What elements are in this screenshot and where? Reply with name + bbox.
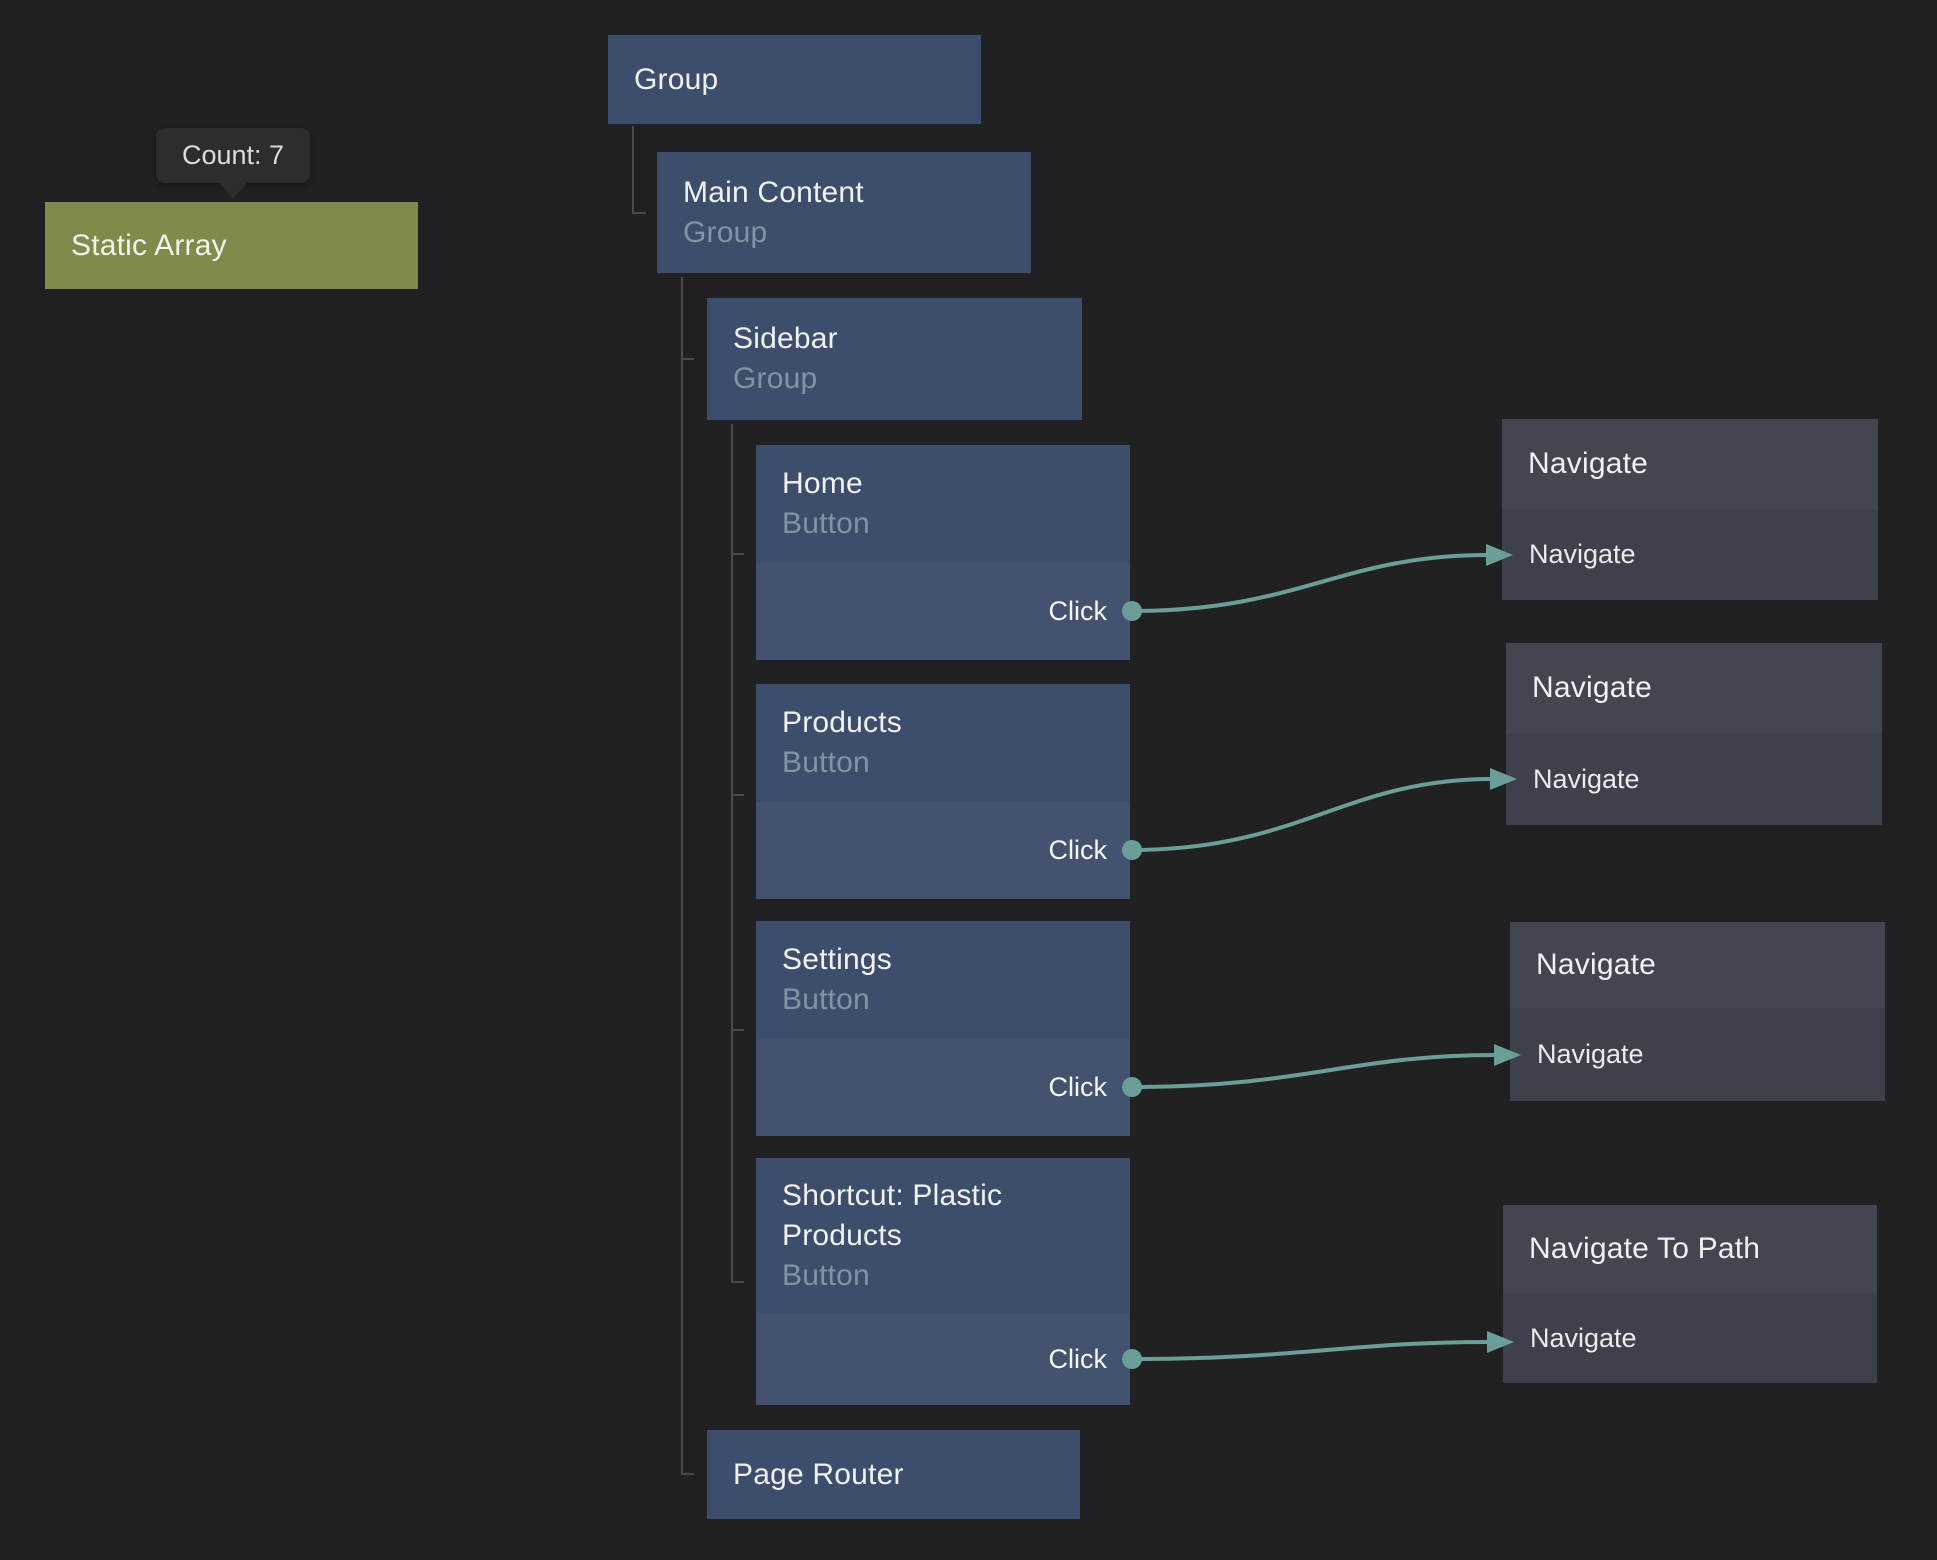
node-products-button[interactable]: Products Button Click <box>756 684 1130 899</box>
node-navigate-1[interactable]: Navigate Navigate <box>1502 419 1878 600</box>
node-subtitle: Group <box>683 215 768 249</box>
navigate-port-label: Navigate <box>1529 539 1636 569</box>
wire-shortcut-click-to-navigate-to-path <box>1130 1340 1491 1361</box>
input-port-row: Navigate <box>1510 1008 1885 1101</box>
node-navigate-2[interactable]: Navigate Navigate <box>1506 643 1882 825</box>
output-port-row: Click <box>756 563 1130 660</box>
node-subtitle: Button <box>782 1258 870 1292</box>
node-title: Home <box>782 467 863 500</box>
node-group[interactable]: Group <box>608 35 981 124</box>
output-port-row: Click <box>756 1313 1130 1405</box>
node-sidebar[interactable]: Sidebar Group <box>707 298 1082 420</box>
count-tooltip-label: Count: 7 <box>181 140 285 170</box>
navigate-port-label: Navigate <box>1537 1039 1644 1069</box>
navigate-port-label: Navigate <box>1530 1322 1637 1353</box>
input-port-row: Navigate <box>1502 509 1878 600</box>
node-title: Products <box>782 706 902 739</box>
node-navigate-to-path[interactable]: Navigate To Path Navigate <box>1503 1205 1877 1383</box>
click-port-label: Click <box>1048 1072 1108 1102</box>
node-title: Navigate To Path <box>1529 1232 1761 1265</box>
node-title: Settings <box>782 943 892 976</box>
node-subtitle: Button <box>782 983 870 1016</box>
node-home-button[interactable]: Home Button Click <box>756 445 1130 660</box>
count-tooltip: Count: 7 <box>156 128 310 199</box>
tree-line-main-content-trunk <box>681 277 694 1475</box>
node-subtitle: Button <box>782 507 870 540</box>
node-title: Static Array <box>71 228 227 262</box>
input-port-row: Navigate <box>1503 1293 1877 1383</box>
input-port-row: Navigate <box>1506 733 1882 825</box>
tree-line-sidebar-trunk <box>731 424 744 1283</box>
wire-products-click-to-navigate-2 <box>1130 777 1494 852</box>
tooltip-caret <box>219 183 247 199</box>
node-title: Page Router <box>733 1457 904 1491</box>
node-subtitle: Button <box>782 746 870 779</box>
node-main-content[interactable]: Main Content Group <box>657 152 1031 273</box>
node-page-router[interactable]: Page Router <box>707 1430 1080 1519</box>
wire-home-click-to-navigate-1 <box>1130 553 1490 613</box>
node-title: Main Content <box>683 175 864 209</box>
node-navigate-3[interactable]: Navigate Navigate <box>1510 922 1885 1101</box>
node-static-array[interactable]: Static Array <box>45 202 418 289</box>
node-title: Sidebar <box>733 322 838 355</box>
node-shortcut-plastic-products-button[interactable]: Shortcut: Plastic Products Button Click <box>756 1158 1130 1405</box>
output-port-row: Click <box>756 802 1130 899</box>
navigate-port-label: Navigate <box>1533 763 1640 794</box>
node-title: Shortcut: Plastic Products <box>782 1178 1003 1252</box>
click-port-label: Click <box>1048 835 1108 865</box>
click-port-label: Click <box>1048 596 1108 626</box>
wire-settings-click-to-navigate-3 <box>1130 1053 1498 1089</box>
node-title: Navigate <box>1528 447 1649 480</box>
tree-line-group-to-main-content <box>632 126 646 214</box>
node-title: Navigate <box>1536 948 1657 981</box>
node-title: Group <box>634 62 719 96</box>
node-subtitle: Group <box>733 362 818 395</box>
node-settings-button[interactable]: Settings Button Click <box>756 921 1130 1136</box>
node-title: Navigate <box>1532 671 1653 704</box>
click-port-label: Click <box>1048 1343 1108 1374</box>
output-port-row: Click <box>756 1039 1130 1136</box>
